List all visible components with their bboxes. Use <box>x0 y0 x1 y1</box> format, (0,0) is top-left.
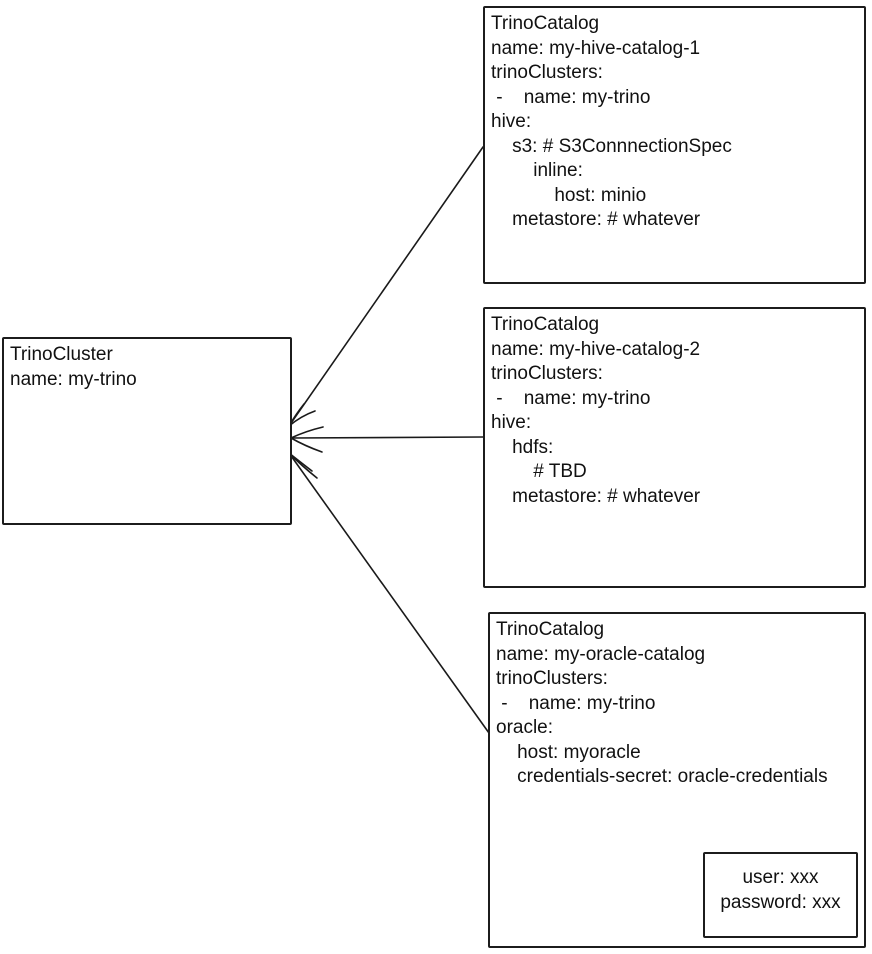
yaml-line: name: my-hive-catalog-1 <box>491 37 701 59</box>
yaml-line: host: myoracle <box>496 741 641 763</box>
yaml-line: trinoClusters: <box>491 62 603 83</box>
arrowhead-catalog3-barb-2 <box>288 452 318 479</box>
yaml-line: name: my-oracle-catalog <box>496 643 706 665</box>
yaml-line: trinoClusters: <box>491 363 603 384</box>
trino-catalog-box-hive-2: TrinoCatalog name: my-hive-catalog-2 trino… <box>483 307 866 588</box>
connector-catalog1-to-cluster <box>288 146 484 427</box>
yaml-line: credentials-secret: oracle-credentials <box>496 766 828 787</box>
trino-cluster-text: TrinoCluster name: my-trino <box>4 339 290 396</box>
yaml-line: - name: my-trino <box>491 387 651 409</box>
yaml-line: TrinoCatalog <box>496 619 605 640</box>
yaml-line: oracle: <box>496 717 554 738</box>
trino-catalog-hive-1-text: TrinoCatalog name: my-hive-catalog-1 trino… <box>485 8 864 237</box>
yaml-line: host: minio <box>491 184 647 206</box>
secret-line: password: xxx <box>720 891 841 913</box>
yaml-line: hive: <box>491 111 532 132</box>
yaml-line: - name: my-trino <box>491 86 651 108</box>
secret-line: user: xxx <box>742 867 819 888</box>
yaml-line: name: my-hive-catalog-2 <box>491 338 701 360</box>
arrowhead-catalog2-barb-2 <box>290 437 323 453</box>
yaml-line: trinoClusters: <box>496 668 608 689</box>
connector-catalog2-to-cluster <box>290 436 484 439</box>
oracle-credentials-secret-text: user: xxx password: xxx <box>705 854 856 919</box>
yaml-line: # TBD <box>491 461 587 482</box>
trino-cluster-box: TrinoCluster name: my-trino <box>2 337 292 525</box>
yaml-line: TrinoCatalog <box>491 314 600 335</box>
yaml-line: s3: # S3ConnnectionSpec <box>491 135 732 157</box>
oracle-credentials-secret-box: user: xxx password: xxx <box>703 852 858 938</box>
yaml-line: TrinoCatalog <box>491 13 600 34</box>
trino-catalog-oracle-text: TrinoCatalog name: my-oracle-catalog trino… <box>490 614 864 794</box>
trino-catalog-box-hive-1: TrinoCatalog name: my-hive-catalog-1 trino… <box>483 6 866 284</box>
yaml-line: metastore: # whatever <box>491 485 701 507</box>
yaml-line: inline: <box>491 160 583 181</box>
yaml-line: - name: my-trino <box>496 692 656 714</box>
connector-catalog3-to-cluster <box>288 452 490 734</box>
yaml-line: metastore: # whatever <box>491 209 701 230</box>
yaml-line: TrinoCluster <box>10 344 113 365</box>
arrowhead-catalog1-barb-2 <box>288 410 316 427</box>
trino-catalog-hive-2-text: TrinoCatalog name: my-hive-catalog-2 trino… <box>485 309 864 513</box>
arrowhead-catalog2-barb-1 <box>290 426 324 439</box>
yaml-line: hdfs: <box>491 436 554 458</box>
yaml-line: hive: <box>491 412 532 433</box>
yaml-line: name: my-trino <box>10 368 137 390</box>
arrowhead-catalog3-barb-1 <box>288 452 313 472</box>
